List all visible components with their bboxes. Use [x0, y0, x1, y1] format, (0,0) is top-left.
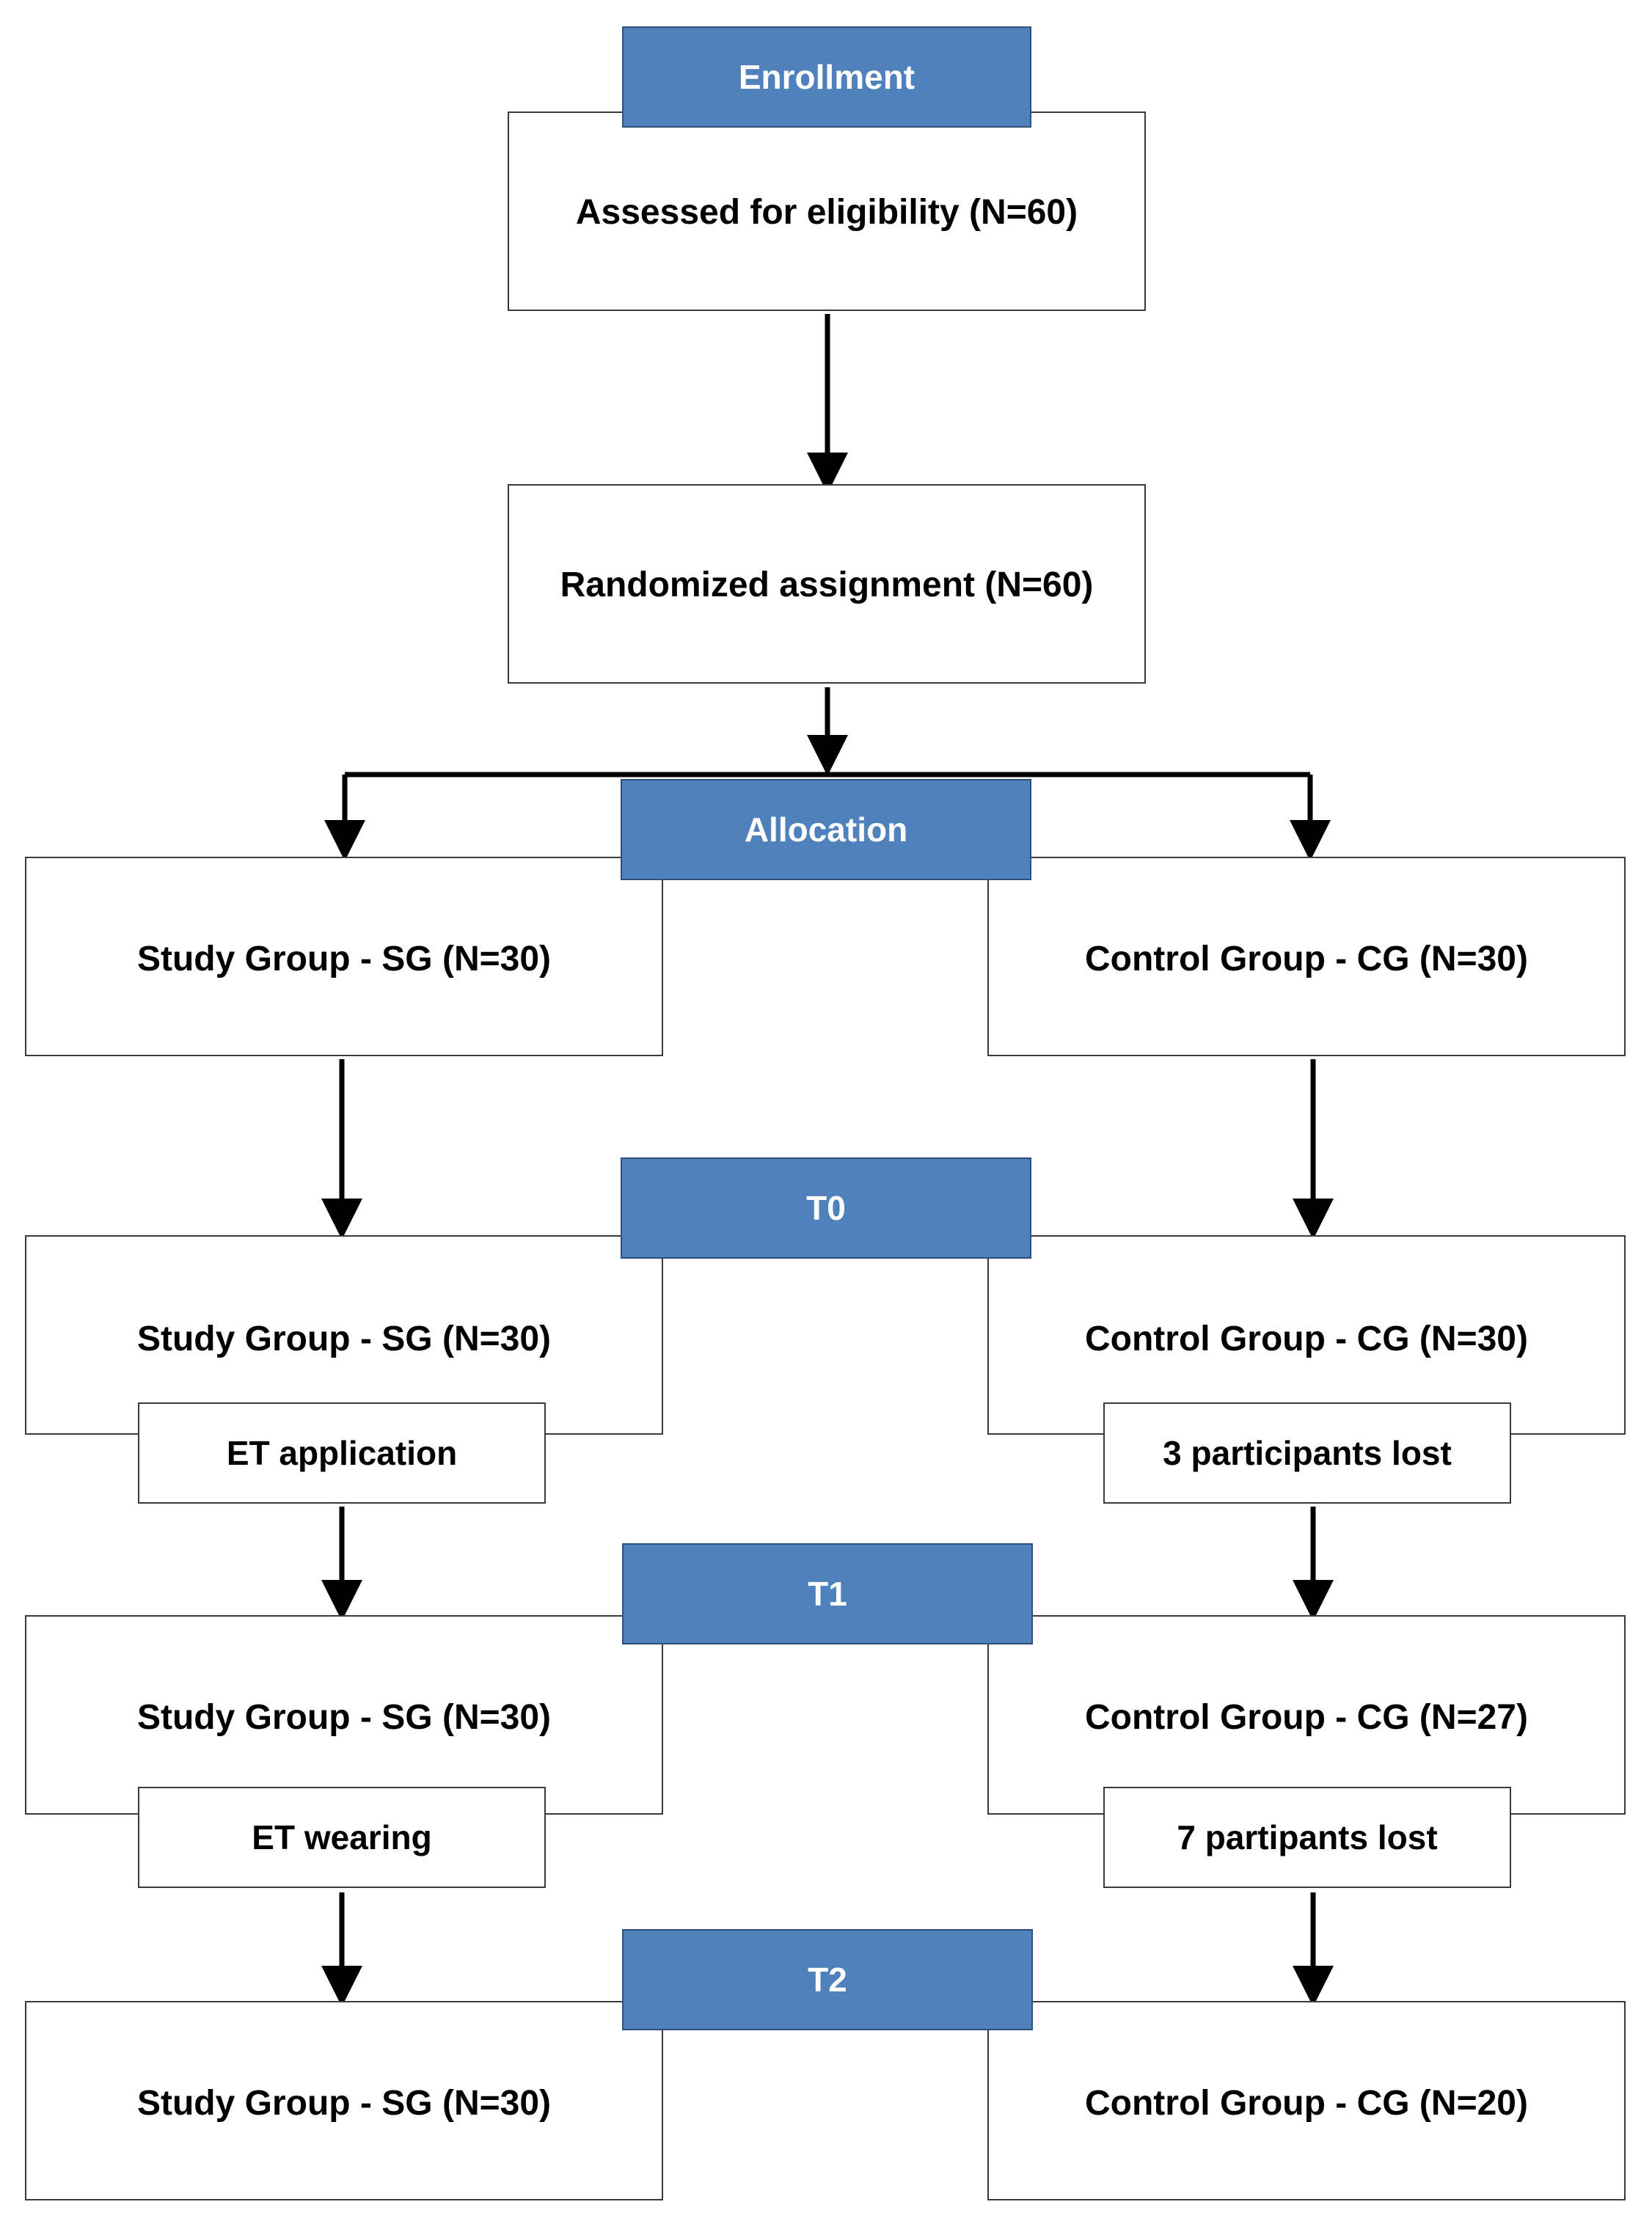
- et-application-note: ET application: [138, 1402, 546, 1504]
- t2-study-box: [25, 2001, 663, 2200]
- stage-t2-label: T2: [808, 1961, 847, 1999]
- lost-3-note: 3 participants lost: [1103, 1402, 1511, 1504]
- alloc-control-label: Control Group - CG (N=30): [1085, 940, 1528, 978]
- stage-allocation-label: Allocation: [744, 811, 908, 849]
- lost-7-label: 7 partipants lost: [1177, 1818, 1438, 1856]
- stage-t2: T2: [622, 1929, 1033, 2030]
- alloc-study-label: Study Group - SG (N=30): [136, 940, 552, 978]
- et-application-label: ET application: [226, 1434, 458, 1472]
- randomized-label: Randomized assignment (N=60): [560, 566, 1094, 604]
- stage-enrollment: Enrollment: [622, 26, 1031, 128]
- stage-allocation: Allocation: [621, 779, 1031, 880]
- t1-control-box: [987, 1615, 1626, 1815]
- randomized-box: [508, 484, 1146, 684]
- t0-study-box: [25, 1235, 663, 1435]
- t2-control-label: Control Group - CG (N=20): [1085, 2084, 1528, 2123]
- stage-t0: T0: [621, 1157, 1031, 1259]
- t1-control-label: Control Group - CG (N=27): [1085, 1698, 1528, 1737]
- stage-t1-label: T1: [808, 1575, 847, 1613]
- lost-7-note: 7 partipants lost: [1103, 1787, 1511, 1888]
- stage-enrollment-label: Enrollment: [738, 58, 915, 96]
- lost-3-label: 3 participants lost: [1163, 1434, 1452, 1472]
- t0-study-label: Study Group - SG (N=30): [136, 1320, 552, 1358]
- stage-t1: T1: [622, 1543, 1033, 1644]
- assessed-box: [508, 111, 1146, 311]
- t1-study-label: Study Group - SG (N=30): [136, 1698, 552, 1737]
- t0-control-label: Control Group - CG (N=30): [1085, 1320, 1528, 1358]
- t2-control-box: [987, 2001, 1626, 2200]
- alloc-control-box: [987, 857, 1626, 1056]
- assessed-label: Assessed for eligibility (N=60): [575, 193, 1078, 232]
- et-wearing-note: ET wearing: [138, 1787, 546, 1888]
- alloc-study-box: [25, 857, 663, 1056]
- et-wearing-label: ET wearing: [252, 1818, 432, 1856]
- t2-study-label: Study Group - SG (N=30): [136, 2084, 552, 2123]
- stage-t0-label: T0: [806, 1189, 846, 1227]
